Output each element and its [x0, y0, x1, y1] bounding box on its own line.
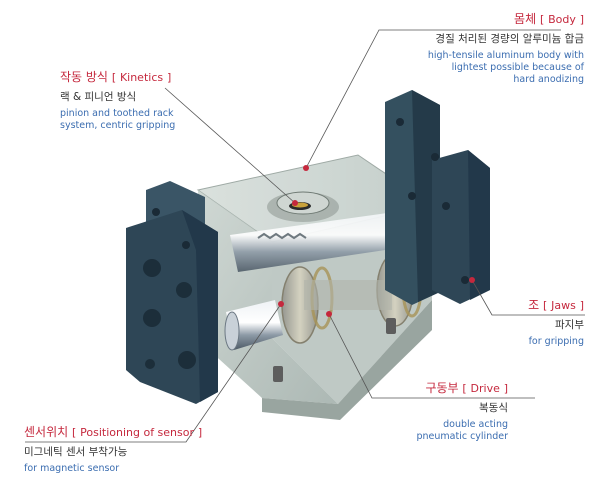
callout-drive-desc: double acting pneumatic cylinder	[416, 419, 508, 442]
callout-body-desc: high-tensile aluminum body with lightest…	[427, 50, 584, 85]
lower-rod	[224, 300, 283, 351]
callout-jaws-title: 조 [ Jaws ]	[528, 298, 584, 312]
body-screws	[273, 318, 396, 382]
pinion-gear	[267, 191, 339, 222]
callout-drive: 구동부 [ Drive ] 복동식 double acting pneumati…	[416, 381, 508, 443]
callout-jaws-subtitle: 파지부	[555, 319, 584, 331]
right-jaw	[385, 90, 490, 305]
leader-sensor	[25, 303, 282, 443]
leader-jaws	[471, 279, 585, 316]
callout-sensor-title: 센서위치 [ Positioning of sensor ]	[24, 425, 203, 439]
callout-sensor: 센서위치 [ Positioning of sensor ] 미그네틱 센서 부…	[24, 425, 202, 475]
callout-kinetics: 작동 방식 [ Kinetics ] 랙 & 피니언 방식 pinion and…	[60, 70, 175, 132]
callout-drive-title: 구동부 [ Drive ]	[425, 381, 508, 395]
leader-drive	[328, 313, 535, 399]
callout-drive-subtitle: 복동식	[479, 402, 508, 414]
callout-body-subtitle: 경질 처리된 경량의 알루미늄 합금	[435, 33, 584, 45]
callout-sensor-desc: for magnetic sensor	[24, 463, 120, 475]
callout-body: 몸체 [ Body ] 경질 처리된 경량의 알루미늄 합금 high-tens…	[428, 12, 584, 86]
leader-lines	[25, 29, 585, 443]
marker-dots	[278, 165, 475, 317]
callout-kinetics-subtitle: 랙 & 피니언 방식	[60, 91, 137, 103]
callout-kinetics-desc: pinion and toothed rack system, centric …	[60, 108, 176, 131]
callout-kinetics-title: 작동 방식 [ Kinetics ]	[60, 70, 172, 84]
callout-jaws-desc: for gripping	[528, 336, 584, 348]
callout-jaws: 조 [ Jaws ] 파지부 for gripping	[528, 298, 584, 348]
leader-kinetics	[164, 87, 296, 204]
callout-sensor-subtitle: 미그네틱 센서 부착가능	[24, 446, 128, 458]
leader-body	[305, 29, 561, 169]
left-jaw	[126, 181, 218, 404]
callout-body-title: 몸체 [ Body ]	[514, 12, 584, 26]
